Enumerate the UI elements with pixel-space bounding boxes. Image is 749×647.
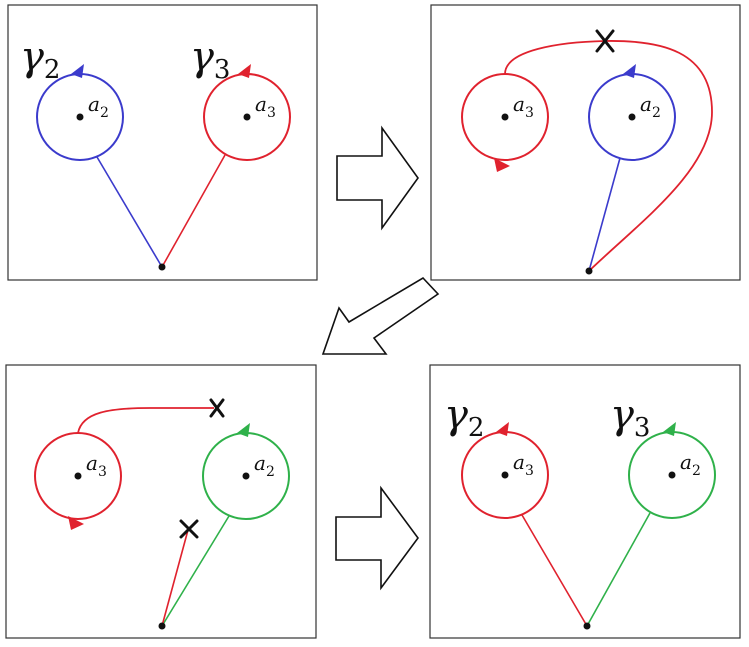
panel-frame bbox=[5, 364, 317, 639]
panel-frame bbox=[7, 4, 318, 281]
orientation-arrow-icon bbox=[623, 64, 636, 78]
a2-label: a2 bbox=[640, 92, 661, 121]
puncture-point bbox=[501, 471, 509, 479]
puncture-point bbox=[74, 472, 82, 480]
a2-label: a2 bbox=[88, 92, 109, 121]
a3-label: a3 bbox=[513, 92, 534, 121]
down-left-arrow-icon bbox=[321, 276, 440, 355]
tail-red bbox=[161, 154, 226, 268]
right-arrow-icon bbox=[336, 125, 419, 231]
cut-tail-red bbox=[161, 529, 189, 627]
panel-frame bbox=[429, 364, 741, 639]
long-tail-red bbox=[504, 40, 713, 272]
right-arrow-icon bbox=[335, 485, 419, 591]
a2-label: a2 bbox=[254, 451, 275, 480]
a3-label: a3 bbox=[513, 450, 534, 479]
tail-red bbox=[521, 514, 588, 627]
gamma2-label: γ2 bbox=[444, 392, 484, 443]
puncture-point bbox=[501, 113, 509, 121]
gamma3-label: γ3 bbox=[610, 392, 650, 443]
gamma2-label: γ2 bbox=[20, 34, 60, 85]
orientation-arrow-icon bbox=[494, 158, 510, 172]
orientation-arrow-icon bbox=[496, 422, 509, 436]
tail-green bbox=[586, 512, 651, 627]
a3-label: a3 bbox=[255, 92, 276, 121]
puncture-point bbox=[668, 471, 676, 479]
panel-top-right: a3 a2 bbox=[430, 4, 741, 281]
a3-label: a3 bbox=[86, 451, 107, 480]
gamma3-label: γ3 bbox=[190, 34, 230, 85]
orientation-arrow-icon bbox=[68, 516, 84, 530]
orientation-arrow-icon bbox=[238, 64, 251, 78]
panel-top-left: γ2 γ3 a2 a3 bbox=[7, 4, 318, 281]
cut-tail-red bbox=[77, 407, 214, 434]
panel-frame bbox=[430, 4, 741, 281]
a2-label: a2 bbox=[680, 450, 701, 479]
orientation-arrow-icon bbox=[663, 422, 676, 436]
tail-blue bbox=[588, 157, 621, 272]
puncture-point bbox=[76, 113, 84, 121]
base-point bbox=[585, 267, 593, 275]
puncture-point bbox=[628, 113, 636, 121]
cross-icon bbox=[179, 519, 199, 539]
puncture-point bbox=[243, 113, 251, 121]
tail-green bbox=[161, 515, 230, 627]
panel-bottom-left: a3 a2 bbox=[5, 364, 317, 639]
base-point bbox=[158, 263, 166, 271]
base-point bbox=[158, 622, 166, 630]
panel-bottom-right: γ2 γ3 a3 a2 bbox=[429, 364, 741, 639]
orientation-arrow-icon bbox=[237, 423, 250, 437]
orientation-arrow-icon bbox=[71, 64, 84, 78]
puncture-point bbox=[242, 472, 250, 480]
cross-icon bbox=[595, 29, 615, 53]
cross-icon bbox=[209, 398, 225, 418]
tail-blue bbox=[96, 156, 163, 268]
base-point bbox=[583, 622, 591, 630]
